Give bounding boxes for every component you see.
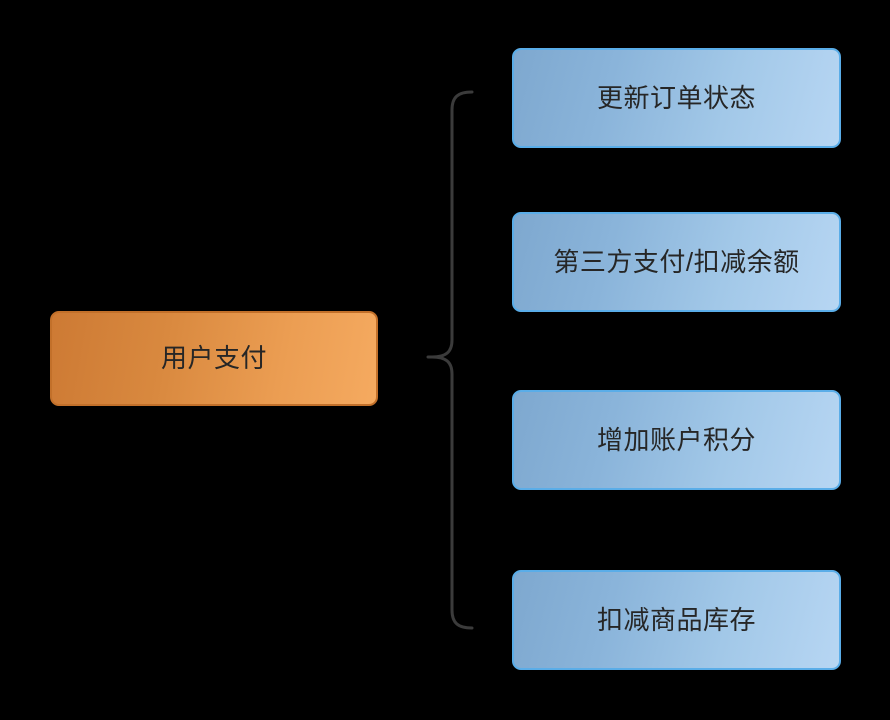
leaf-node-label: 增加账户积分 bbox=[596, 424, 756, 455]
leaf-node-update-order-status[interactable]: 更新订单状态 bbox=[512, 48, 841, 148]
curly-brace-icon bbox=[426, 90, 474, 630]
leaf-node-label: 第三方支付/扣减余额 bbox=[553, 246, 800, 277]
leaf-node-third-party-payment[interactable]: 第三方支付/扣减余额 bbox=[512, 212, 841, 312]
root-node-label: 用户支付 bbox=[160, 343, 267, 374]
root-node-user-payment[interactable]: 用户支付 bbox=[50, 311, 378, 406]
leaf-node-deduct-inventory[interactable]: 扣减商品库存 bbox=[512, 570, 841, 670]
leaf-node-add-account-points[interactable]: 增加账户积分 bbox=[512, 390, 841, 490]
leaf-node-label: 更新订单状态 bbox=[596, 82, 756, 113]
leaf-node-label: 扣减商品库存 bbox=[596, 604, 756, 635]
